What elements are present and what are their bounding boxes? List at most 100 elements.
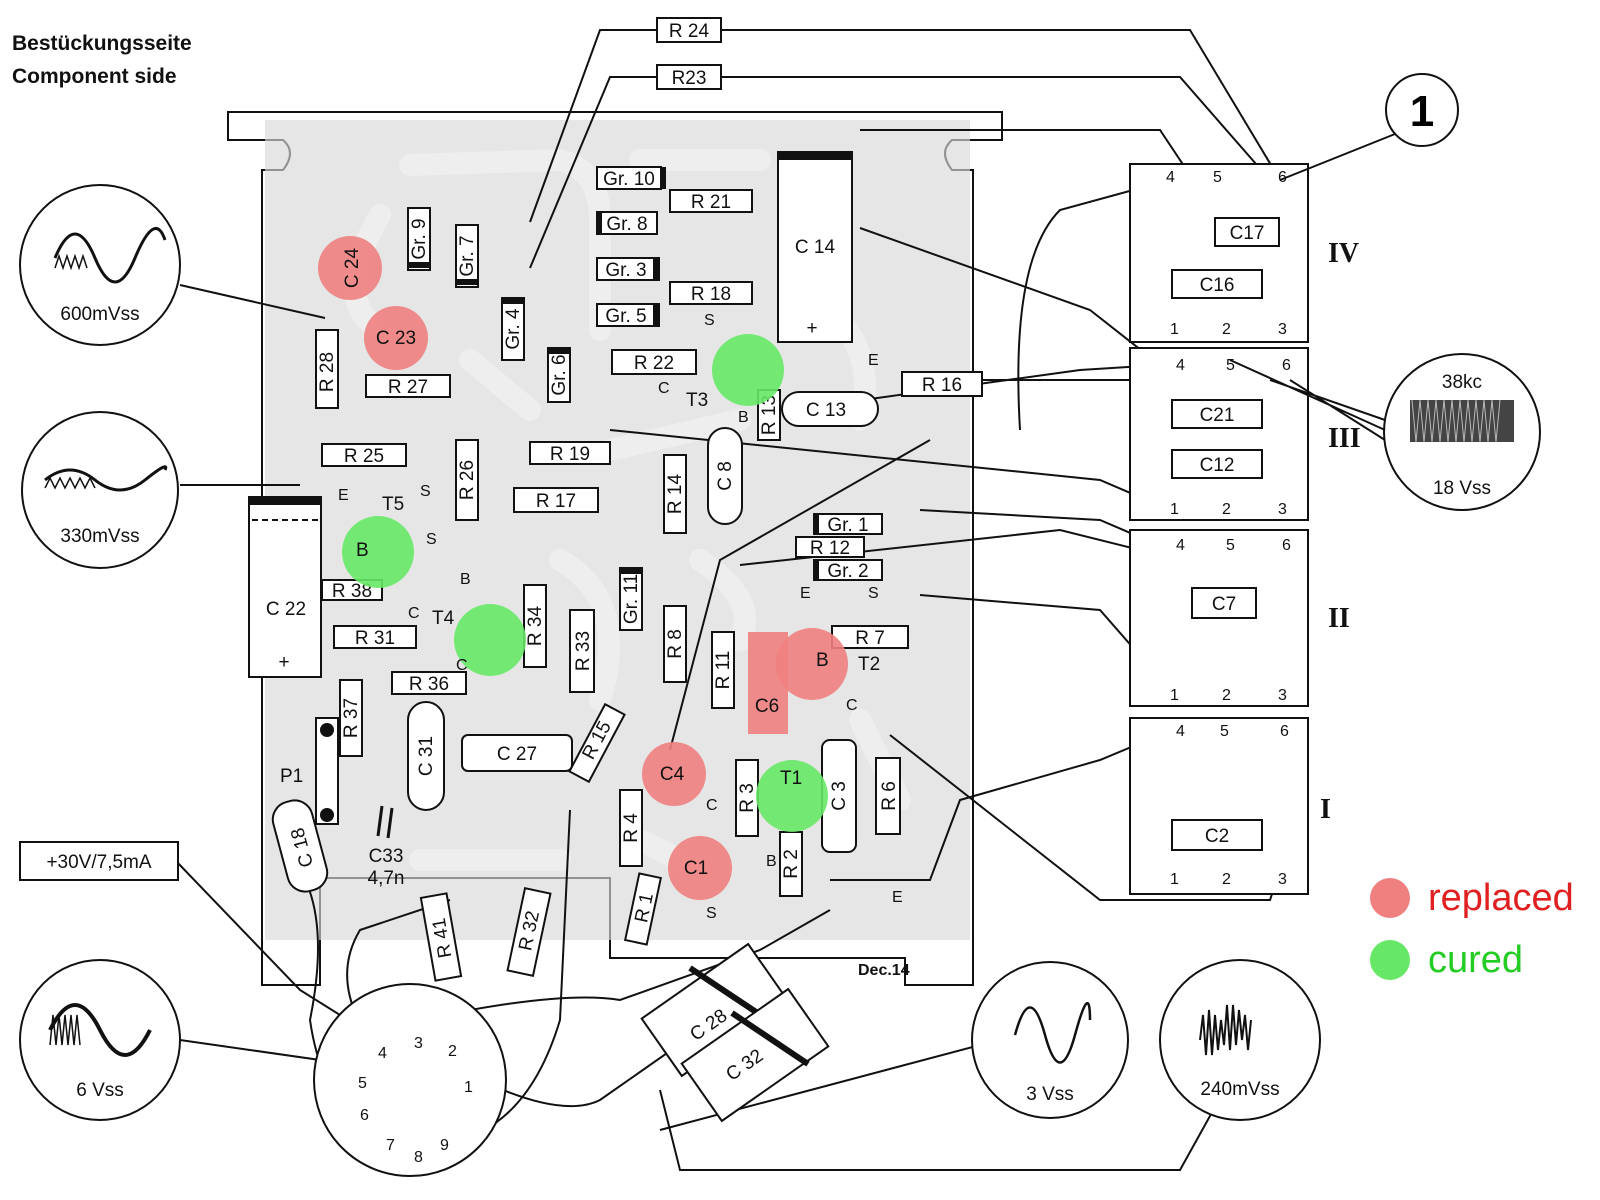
resistor-label: R 18 [691,284,731,305]
can-roman-label: IV [1328,238,1359,269]
transistor-label: T5 [382,494,404,515]
resistor-label: R 8 [665,629,686,659]
diode-gr5: Gr. 5 [596,303,660,327]
pin-letter: B [738,409,749,426]
resistor-label: R 36 [409,674,449,695]
scope-label: 600mVss [60,304,139,325]
capacitor-c13: C 13 [781,391,879,427]
resistor-r17: R 17 [513,487,599,513]
scope-trace-600mvss: 600mVss [19,184,181,346]
resistor-r24: R 24 [656,17,722,43]
transistors: T5 B T4 T3 T1 T2 B [342,334,880,832]
connector-pin: 4 [378,1045,387,1062]
scope-trace-240mvss: 240mVss [1159,959,1321,1121]
pin-letter: E [892,889,903,906]
resistor-r8: R 8 [663,605,687,683]
capacitor-c8: C 8 [707,427,743,525]
resistor-r14: R 14 [663,454,687,534]
electrolytic-label: C 23 [376,328,416,349]
can-pin: 2 [1222,871,1231,888]
resistors: R 24 R23 R 21 R 18 R 22 R 16 R 27 R 28 R… [315,17,983,982]
capacitor-c14: C 14+ [777,151,853,343]
diode-gr8: Gr. 8 [596,211,658,235]
transistor-label: T3 [686,390,708,411]
filter-can-IV: 4 5 6 C17 C16 1 2 3 IV [1129,163,1359,343]
can-roman-label: III [1328,423,1361,454]
connector: 1 2 3 4 5 6 7 8 9 [313,983,507,1177]
diode-gr10: Gr. 10 [596,166,666,190]
capacitor-c27: C 27 [461,734,573,772]
electrolytic-c24: C 24 [318,236,382,300]
resistor-r26: R 26 [455,439,479,521]
transistor-t2: T2 B [776,628,880,700]
resistor-label: R 24 [669,21,710,42]
can-pin: 6 [1280,723,1289,740]
filter-can-III: 4 5 6 C21 C12 1 2 3 III [1129,347,1361,521]
cured-highlight [756,760,828,832]
replaced-highlight [668,836,732,900]
can-pin: 4 [1166,169,1175,186]
capacitor-c33: C33 4,7n [368,805,404,889]
pin-letter: C [456,657,468,674]
replaced-highlight [364,306,428,370]
resistor-label: R 6 [879,781,900,811]
filter-can-I: 4 5 6 C2 1 2 3 I [1129,717,1331,895]
electrolytic-c4: C4 [642,742,706,806]
capacitor-label: C 13 [806,400,846,421]
pin-letter: E [868,352,879,369]
pin-letter: C [658,380,670,397]
resistor-r32: R 32 [506,887,552,977]
capacitor-label: C 27 [497,744,537,765]
cap-label: C16 [1200,275,1235,296]
resistor-label: R 38 [332,581,372,602]
resistor-label: R 12 [810,538,850,559]
can-pin: 2 [1222,501,1231,518]
can-pin: 2 [1222,321,1231,338]
resistor-label: R 26 [457,460,478,500]
can-pin: 1 [1170,501,1179,518]
diode-gr2: Gr. 2 [813,559,883,582]
capacitor-c18: C 18 [271,799,329,893]
resistor-r27: R 27 [365,374,451,398]
resistor-label: R 31 [355,628,395,649]
cured-highlight [454,604,526,676]
pin-letter: B [356,540,369,561]
resistor-r18: R 18 [669,281,753,305]
diode-label: Gr. 8 [606,214,647,235]
pin-letter: E [800,585,811,602]
can-pin: 4 [1176,357,1185,374]
can-pin: 3 [1278,501,1287,518]
transistor-t1: T1 [756,760,828,832]
resistor-r41: R 41 [419,892,463,982]
transistor-t3: T3 [686,334,784,411]
scope-trace-3vss: 3 Vss [971,961,1129,1119]
resistor-r6: R 6 [875,757,901,835]
scope-label: 3 Vss [1026,1084,1074,1105]
legend-label-replaced: replaced [1428,877,1574,919]
capacitor-c31: C 31 [407,701,445,811]
marker-label: 1 [1410,87,1434,136]
replaced-highlight [642,742,706,806]
diode-gr1: Gr. 1 [813,513,883,536]
diode-label: Gr. 5 [605,306,646,327]
scope-label: 18 Vss [1433,478,1491,499]
can-pin: 5 [1220,723,1229,740]
diode-gr3: Gr. 3 [596,257,660,281]
title-line1: Bestückungsseite [12,32,192,55]
pin-letter: B [766,853,777,870]
resistor-label: R 4 [621,813,642,843]
transistor-t5: T5 B [342,494,414,588]
resistor-r31: R 31 [333,625,417,649]
marker-1: 1 [1279,73,1459,181]
can-pin: 1 [1170,321,1179,338]
pin-letter: S [868,585,879,602]
can-pin: 5 [1213,169,1222,186]
cap-label: C7 [1212,594,1236,615]
legend-swatch-cured [1370,940,1410,980]
supply-label: +30V/7,5mA [46,852,151,873]
transistor-label: T2 [858,654,880,675]
capacitor-label: C 31 [416,736,437,776]
connector-pin: 7 [386,1137,395,1154]
can-pin: 1 [1170,871,1179,888]
resistor-r16: R 16 [901,371,983,397]
